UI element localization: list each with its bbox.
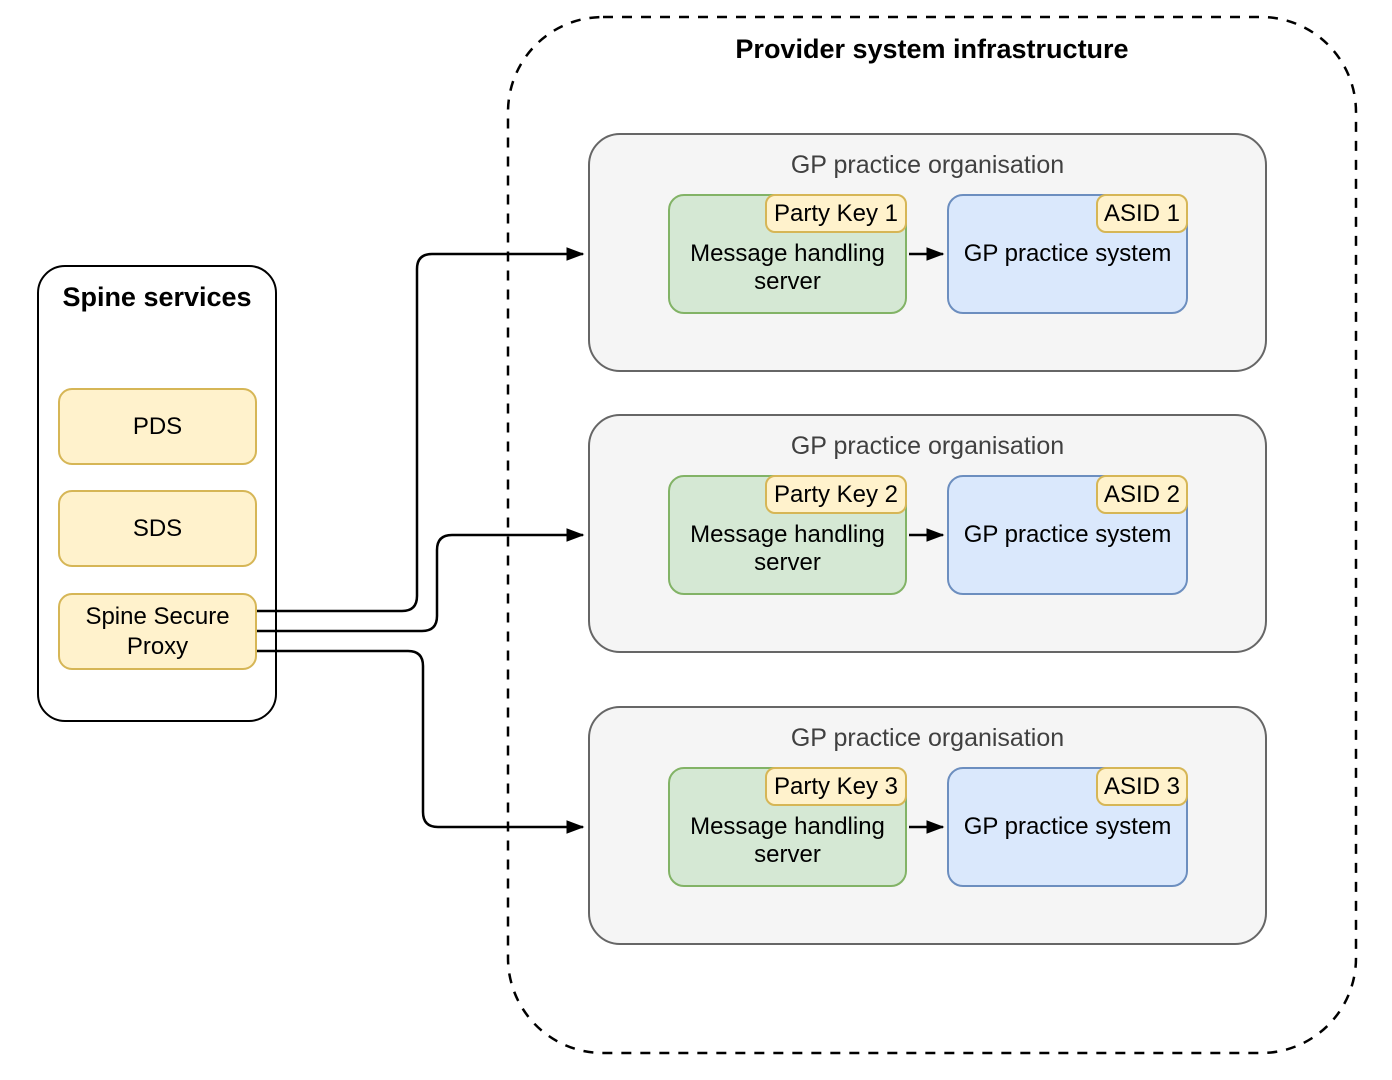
asid-tag-2: ASID 2 bbox=[1096, 475, 1188, 514]
message-handling-server-label-3: Message handling server bbox=[690, 813, 885, 868]
service-box-sds: SDS bbox=[58, 490, 257, 567]
gp-practice-system-box-1: GP practice system ASID 1 bbox=[947, 194, 1188, 314]
party-key-tag-2: Party Key 2 bbox=[765, 475, 907, 514]
message-handling-server-box-1: Message handling server Party Key 1 bbox=[668, 194, 907, 314]
gp-practice-organisation-2: GP practice organisation Message handlin… bbox=[588, 414, 1267, 653]
gp-practice-system-box-3: GP practice system ASID 3 bbox=[947, 767, 1188, 887]
message-handling-server-label-1: Message handling server bbox=[690, 240, 885, 295]
message-handling-server-box-2: Message handling server Party Key 2 bbox=[668, 475, 907, 595]
service-box-spine-secure-proxy: Spine Secure Proxy bbox=[58, 593, 257, 670]
gp-practice-organisation-3-title: GP practice organisation bbox=[790, 724, 1065, 752]
provider-infrastructure-title: Provider system infrastructure bbox=[735, 34, 1129, 64]
gp-practice-organisation-1: GP practice organisation Message handlin… bbox=[588, 133, 1267, 372]
message-handling-server-box-3: Message handling server Party Key 3 bbox=[668, 767, 907, 887]
party-key-tag-1: Party Key 1 bbox=[765, 194, 907, 233]
gp-practice-organisation-1-title: GP practice organisation bbox=[790, 151, 1065, 179]
gp-practice-organisation-3: GP practice organisation Message handlin… bbox=[588, 706, 1267, 945]
connector-proxy-to-org-3 bbox=[257, 649, 585, 834]
message-handling-server-label-2: Message handling server bbox=[690, 521, 885, 576]
connector-proxy-to-org-1 bbox=[257, 247, 585, 613]
service-box-pds: PDS bbox=[58, 388, 257, 465]
party-key-tag-3: Party Key 3 bbox=[765, 767, 907, 806]
gp-practice-system-box-2: GP practice system ASID 2 bbox=[947, 475, 1188, 595]
spine-services-title: Spine services bbox=[62, 282, 252, 312]
gp-practice-organisation-2-title: GP practice organisation bbox=[790, 432, 1065, 460]
asid-tag-3: ASID 3 bbox=[1096, 767, 1188, 806]
connector-proxy-to-org-2 bbox=[257, 528, 585, 633]
spine-services-container: Spine services PDS SDS Spine Secure Prox… bbox=[37, 265, 277, 722]
asid-tag-1: ASID 1 bbox=[1096, 194, 1188, 233]
